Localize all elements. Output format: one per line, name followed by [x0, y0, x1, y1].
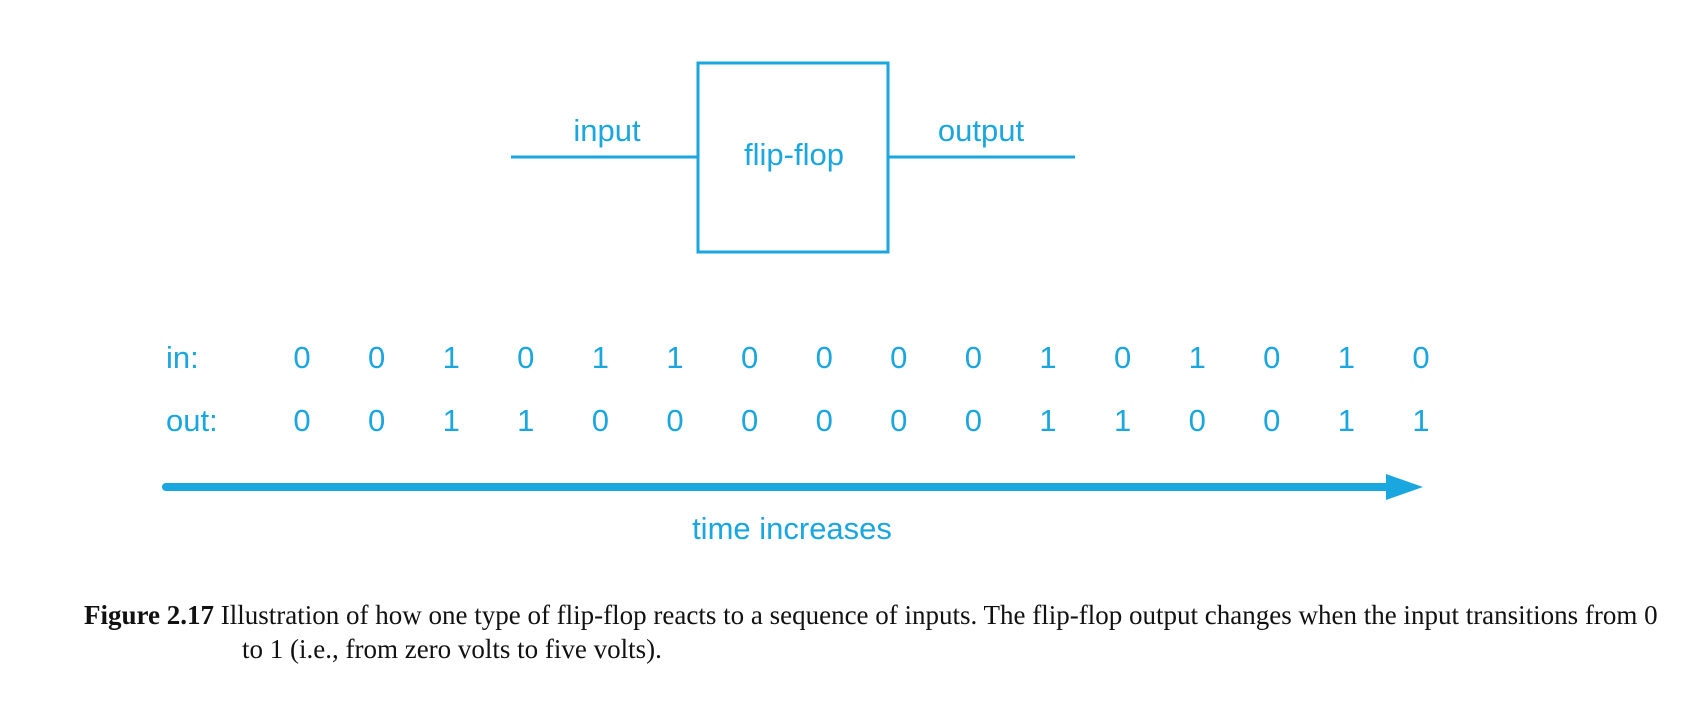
- out-value-2: 0: [368, 403, 385, 438]
- out-value-6: 0: [666, 403, 683, 438]
- in-value-14: 0: [1263, 340, 1280, 375]
- in-value-10: 0: [965, 340, 982, 375]
- out-row-label: out:: [166, 403, 218, 438]
- caption-text: Illustration of how one type of flip-flo…: [214, 600, 1658, 664]
- output-label: output: [938, 113, 1025, 148]
- in-value-11: 1: [1039, 340, 1056, 375]
- out-value-11: 1: [1039, 403, 1056, 438]
- in-value-13: 1: [1189, 340, 1206, 375]
- figure-number: Figure 2.17: [84, 600, 214, 630]
- in-value-4: 0: [517, 340, 534, 375]
- out-value-3: 1: [443, 403, 460, 438]
- in-value-9: 0: [890, 340, 907, 375]
- out-value-5: 0: [592, 403, 609, 438]
- out-value-16: 1: [1412, 403, 1429, 438]
- out-value-10: 0: [965, 403, 982, 438]
- in-value-2: 0: [368, 340, 385, 375]
- in-value-6: 1: [666, 340, 683, 375]
- in-value-12: 0: [1114, 340, 1131, 375]
- figure-caption: Figure 2.17 Illustration of how one type…: [84, 598, 1682, 666]
- out-value-15: 1: [1338, 403, 1355, 438]
- in-value-16: 0: [1412, 340, 1429, 375]
- in-value-7: 0: [741, 340, 758, 375]
- out-value-12: 1: [1114, 403, 1131, 438]
- in-value-3: 1: [443, 340, 460, 375]
- out-value-1: 0: [293, 403, 310, 438]
- out-value-7: 0: [741, 403, 758, 438]
- in-value-15: 1: [1338, 340, 1355, 375]
- out-values-row: 0 0 1 1 0 0 0 0 0 0 1 1 0 0 1 1: [293, 403, 1429, 438]
- in-row-label: in:: [166, 340, 199, 375]
- in-values-row: 0 0 1 0 1 1 0 0 0 0 1 0 1 0 1 0: [293, 340, 1429, 375]
- flip-flop-label: flip-flop: [744, 137, 844, 172]
- in-value-5: 1: [592, 340, 609, 375]
- out-value-13: 0: [1189, 403, 1206, 438]
- out-value-4: 1: [517, 403, 534, 438]
- out-value-9: 0: [890, 403, 907, 438]
- out-value-8: 0: [816, 403, 833, 438]
- in-value-1: 0: [293, 340, 310, 375]
- time-increases-label: time increases: [692, 511, 892, 546]
- input-label: input: [573, 113, 641, 148]
- out-value-14: 0: [1263, 403, 1280, 438]
- time-arrow-head-icon: [1386, 474, 1423, 500]
- flip-flop-box: [696, 61, 890, 254]
- in-value-8: 0: [816, 340, 833, 375]
